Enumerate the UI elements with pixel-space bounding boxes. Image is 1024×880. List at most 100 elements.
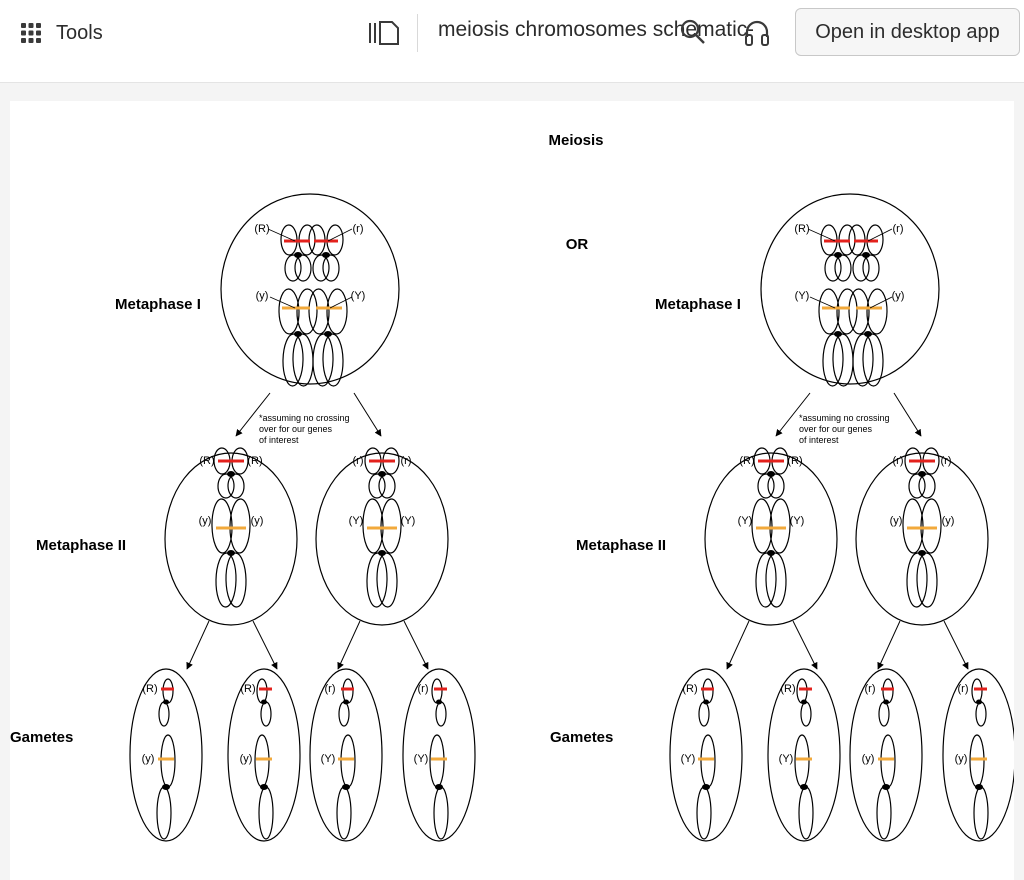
left-gamete-3-membrane [309,668,383,842]
right-m2b-membrane [855,452,989,626]
right-m1-small-right-arm [862,254,880,282]
gametes-label-right: Gametes [550,729,613,746]
right-gamete-3-large-centromere [882,784,890,790]
top-toolbar: Tools meiosis chromosomes schematic-2 Op… [0,0,1024,83]
right-metaphase-one-cell: (R)(r)(Y)(y) [760,193,940,387]
left-gamete-1: (R)(y) [129,668,203,842]
left-m2a-large-arm [225,552,247,608]
search-icon[interactable] [680,19,706,45]
metaphase-two-label-right: Metaphase II [576,537,666,554]
right-m2a-label-mid-right: (Y) [790,515,805,527]
right-gamete-2-large-arm [798,786,814,840]
left-gamete-1-small-arm [158,701,170,727]
left-m1-label-top-right: (r) [353,223,364,235]
right-gamete-2-small-centromere [801,699,807,705]
left-m2b-label-top-right: (r) [401,455,412,467]
right-m2a-large-arm [755,552,777,608]
left-m1-large-left-centromere [294,331,302,337]
left-m1-label-top-left: (R) [254,223,269,235]
right-m2b-large-centromere [918,550,926,556]
right-m1-small-left-centromere [834,252,842,258]
left-m1-large-right-centromere [324,331,332,337]
left-m1-large-right-arm [326,288,348,335]
headphones-icon[interactable] [743,19,771,47]
right-gamete-3-small-arm [878,701,890,727]
left-m1-small-left-centromere [294,252,302,258]
metaphase-one-label-left: Metaphase I [115,296,201,313]
panel-icon[interactable] [368,20,400,46]
right-m2a-small-arm [767,473,785,499]
left-gamete-1-large-centromere [162,784,170,790]
right-m2b-small-arm [918,473,936,499]
left-m2a-label-top-left: (R) [199,455,214,467]
svg-text:over for our genes: over for our genes [799,424,873,434]
right-gamete-2: (R)(Y) [767,668,841,842]
left-gamete-2: (R)(y) [227,668,301,842]
left-m1-large-left-arm [278,288,300,335]
right-m1-large-right-arm [866,288,888,335]
right-m1-small-right-centromere [862,252,870,258]
toolbar-separator [417,14,418,52]
tools-button[interactable]: Tools [20,20,103,46]
diagram-title: Meiosis [548,132,603,149]
left-m1-lead [327,228,353,242]
right-m2b-large-arm [916,552,938,608]
right-m1-lead [869,296,893,309]
right-m2a-small-arm [757,473,775,499]
left-metaphase-two-cell-2: (r)(r)(Y)(Y) [315,447,449,626]
left-m1-large-left-arm [296,288,318,335]
right-arrow-m1-to-m2b [893,392,922,437]
left-gamete-3-large-arm [340,734,356,788]
right-gamete-3-label-top: (r) [865,683,876,695]
left-gamete-1-large-arm [160,734,176,788]
left-m2a-small-centromere [227,471,235,477]
left-m2b-large-arm [380,498,402,554]
right-m2a-arrow-left [726,620,750,670]
left-gamete-1-large-arm [156,786,172,840]
document-title: meiosis chromosomes schematic-2 [438,18,753,41]
right-m2b-label-mid-left: (y) [890,515,903,527]
right-m1-small-right-arm [852,254,870,282]
right-gamete-3-membrane [849,668,923,842]
right-gamete-1-large-centromere [702,784,710,790]
right-gamete-1-label-mid: (Y) [681,753,696,765]
left-gamete-3-large-arm [336,786,352,840]
right-gamete-4-label-top: (r) [958,683,969,695]
right-m1-large-right-arm [862,333,884,387]
right-m2a-label-top-left: (R) [739,455,754,467]
right-m2a-large-arm [765,552,787,608]
right-gamete-2-small-arm [800,701,812,727]
left-gamete-2-small-arm [260,701,272,727]
left-m1-large-left-arm [282,333,304,387]
right-gamete-4-membrane [942,668,1014,842]
left-m1-large-right-arm [308,288,330,335]
right-m2b-small-arm [908,473,926,499]
right-m2b-small-centromere [918,471,926,477]
right-m1-label-top-right: (r) [893,223,904,235]
left-gamete-2-membrane [227,668,301,842]
right-m2b-large-arm [920,498,942,554]
left-metaphase-two-cell-1: (R)(R)(y)(y) [164,447,298,626]
right-arrow-m1-to-m2a [775,392,811,437]
or-label: OR [566,236,589,253]
open-in-desktop-app-button[interactable]: Open in desktop app [795,8,1020,56]
right-m1-label-mid-left: (Y) [795,290,810,302]
left-metaphase-one-cell: (R)(r)(y)(Y) [220,193,400,387]
left-gamete-2-label-top: (R) [240,683,255,695]
left-m2b-membrane [315,452,449,626]
left-m2a-large-arm [229,498,251,554]
right-m1-large-right-centromere [864,331,872,337]
right-m2a-small-centromere [767,471,775,477]
right-m2b-large-arm [902,498,924,554]
right-metaphase-two-cell-2: (r)(r)(y)(y) [855,447,989,626]
right-gamete-3-large-arm [880,734,896,788]
right-gamete-1-label-top: (R) [682,683,697,695]
left-gamete-4-small-arm [431,678,443,704]
left-gamete-4-large-arm [429,734,445,788]
right-gamete-1-membrane [669,668,743,842]
right-gamete-2-label-mid: (Y) [779,753,794,765]
left-m2a-membrane [164,452,298,626]
right-gamete-4-small-arm [975,701,987,727]
left-m2a-large-arm [215,552,237,608]
right-m1-large-left-arm [836,288,858,335]
